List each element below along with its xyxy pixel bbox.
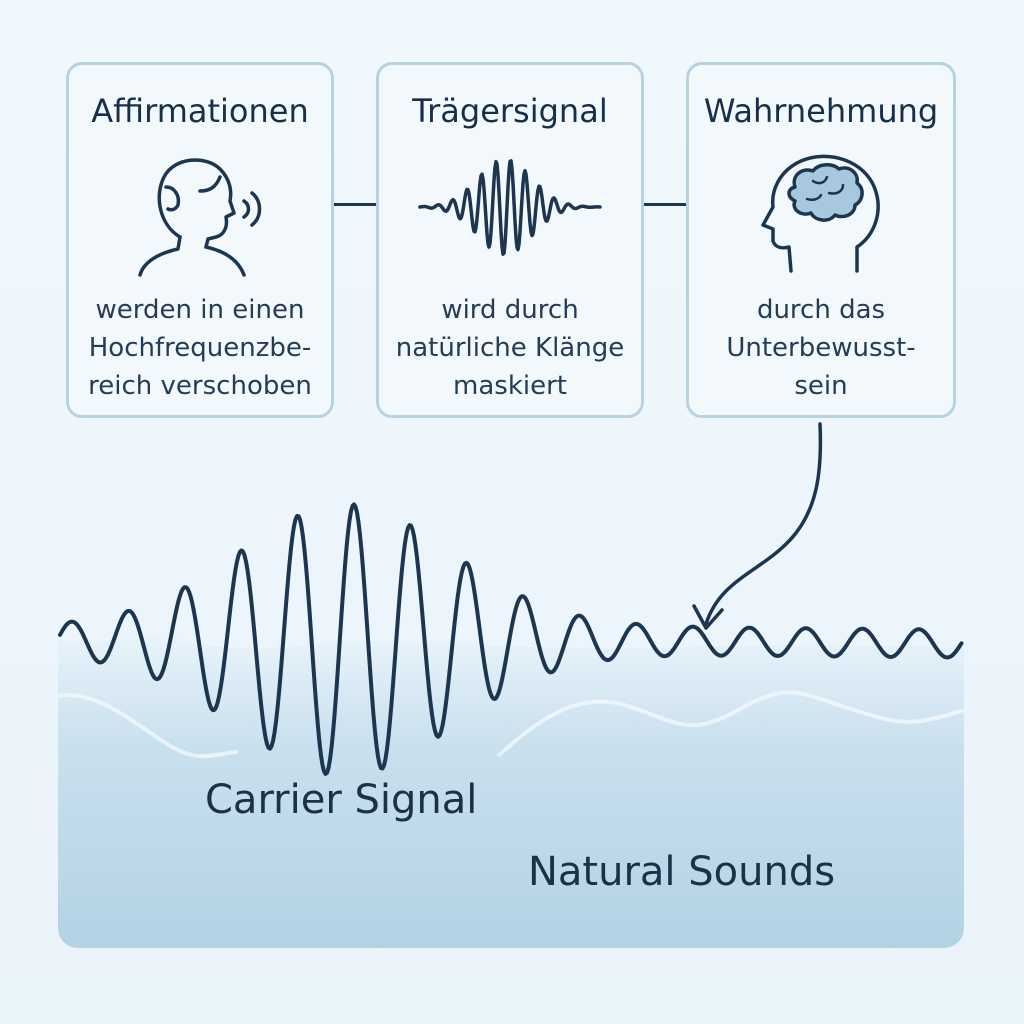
description-line: Unterbewusst- xyxy=(726,333,916,363)
card-affirmationen: Affirmationen werden in einen Hochfreque… xyxy=(66,62,334,418)
card-traegersignal: Trägersignal wird durch natürliche Kläng… xyxy=(376,62,644,418)
connector-line-2 xyxy=(644,203,686,206)
natural-sounds-label: Natural Sounds xyxy=(528,849,836,895)
natural-sounds-wave-left xyxy=(58,692,239,759)
description-line: Hochfrequenzbe- xyxy=(88,333,312,363)
card-title: Affirmationen xyxy=(91,92,309,130)
description-line: reich verschoben xyxy=(88,371,312,401)
panel-background xyxy=(58,637,964,948)
carrier-signal-wave xyxy=(58,502,964,776)
card-description: durch das Unterbewusst- sein xyxy=(689,291,953,405)
perception-arrow xyxy=(704,422,823,626)
card-description: wird durch natürliche Klänge maskiert xyxy=(379,291,641,405)
arrow-head xyxy=(692,604,724,630)
description-line: werden in einen xyxy=(95,295,305,325)
card-title: Wahrnehmung xyxy=(703,92,939,130)
speaking-head-icon xyxy=(69,147,331,287)
connector-line-1 xyxy=(334,203,376,206)
natural-sounds-wave-right xyxy=(496,690,964,758)
description-line: maskiert xyxy=(453,371,567,401)
description-line: natürliche Klänge xyxy=(395,333,625,363)
waveform-icon xyxy=(379,147,641,287)
description-line: sein xyxy=(794,371,848,401)
sound-panel xyxy=(58,560,964,948)
carrier-signal-label: Carrier Signal xyxy=(205,777,478,823)
description-line: wird durch xyxy=(441,295,579,325)
description-line: durch das xyxy=(756,295,886,325)
card-wahrnehmung: Wahrnehmung durch das Unterbewusst- sein xyxy=(686,62,956,418)
card-description: werden in einen Hochfrequenzbe- reich ve… xyxy=(69,291,331,405)
card-title: Trägersignal xyxy=(412,92,608,130)
head-brain-icon xyxy=(689,147,953,287)
